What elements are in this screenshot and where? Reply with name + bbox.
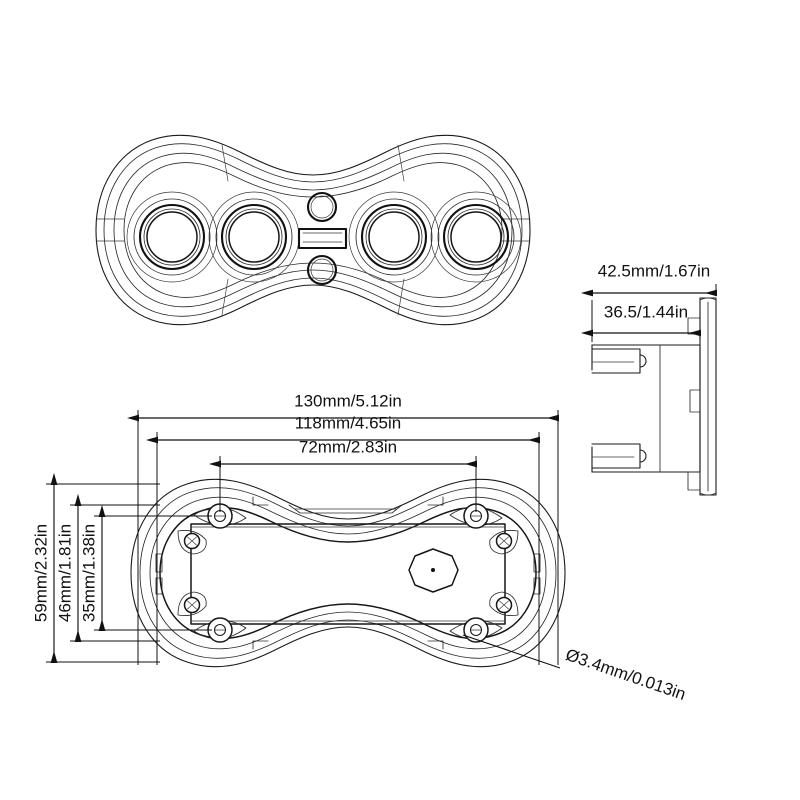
mount-hole-top-right xyxy=(449,503,503,529)
center-slot xyxy=(297,227,348,250)
bottom-view-outer-contour xyxy=(130,478,566,668)
screw-boss-bottom-left xyxy=(177,591,207,616)
top-view-inner-contour xyxy=(123,162,503,298)
top-view-contour-3 xyxy=(113,152,513,308)
speaker-ring-4 xyxy=(430,191,522,283)
bottom-view-contour-3 xyxy=(149,496,547,650)
mount-hole-bottom-right xyxy=(449,617,503,643)
octagon-boss xyxy=(408,548,459,593)
top-view-seam-ticks xyxy=(221,144,405,316)
screw-boss-top-right xyxy=(489,530,519,555)
dim-label-hole-spacing-width: 72mm/2.83in xyxy=(299,437,397,456)
side-view-foot-bottom xyxy=(687,471,701,491)
dim-label-hole-spacing-height: 35mm/1.38in xyxy=(79,524,98,622)
top-view-edge-ticks xyxy=(95,218,531,242)
top-view-contour-2 xyxy=(103,143,523,317)
screw-boss-top-left xyxy=(177,530,207,555)
bottom-view-edge-steps xyxy=(252,496,444,650)
bottom-view-center-plate xyxy=(190,523,506,625)
dim-label-overall-height: 59mm/2.32in xyxy=(31,524,50,622)
dim-hole-spacing-width xyxy=(208,456,478,512)
side-view-flange-boss xyxy=(689,389,701,413)
speaker-ring-3 xyxy=(348,191,440,283)
top-view xyxy=(95,134,531,326)
dim-hole-spacing-height xyxy=(94,504,212,632)
indicator-button-top xyxy=(306,191,338,223)
indicator-button-bottom xyxy=(306,254,338,286)
side-view: 42.5mm/1.67in 36.5/1.44in xyxy=(580,261,718,496)
dim-overall-width xyxy=(126,410,560,665)
top-view-outer-contour xyxy=(95,134,531,326)
bottom-view-contour-2 xyxy=(139,487,557,659)
dim-label-hole-diameter: Ø3.4mm/0.013in xyxy=(563,645,688,704)
bottom-view-inner-rim xyxy=(159,506,537,640)
leader-hole-diameter xyxy=(462,634,561,669)
bottom-view-left-slots xyxy=(155,553,163,595)
bottom-view-right-slots xyxy=(533,553,541,595)
dim-label-inner-height: 46mm/1.81in xyxy=(55,524,74,622)
speaker-ring-2 xyxy=(208,191,300,283)
bottom-view-top-notch xyxy=(288,504,403,514)
mount-hole-top-left xyxy=(193,503,247,529)
dim-side-body-depth xyxy=(580,312,702,342)
side-view-tab-top xyxy=(591,348,647,374)
dim-label-inner-width: 118mm/4.65in xyxy=(295,413,401,432)
screw-boss-bottom-right xyxy=(489,591,519,616)
side-view-nub-top xyxy=(687,317,701,335)
dim-label-overall-width: 130mm/5.12in xyxy=(294,391,402,410)
side-view-faceplate xyxy=(699,297,717,496)
speaker-ring-1 xyxy=(126,191,218,283)
dim-label-side-body-depth: 36.5/1.44in xyxy=(604,302,688,321)
dim-inner-width xyxy=(145,432,541,665)
dim-overall-height xyxy=(46,472,160,664)
dim-inner-height xyxy=(70,493,160,643)
bottom-view xyxy=(130,478,566,668)
side-view-body xyxy=(591,344,701,473)
dim-label-side-total-depth: 42.5mm/1.67in xyxy=(598,261,710,280)
side-view-tab-bottom xyxy=(591,443,647,469)
